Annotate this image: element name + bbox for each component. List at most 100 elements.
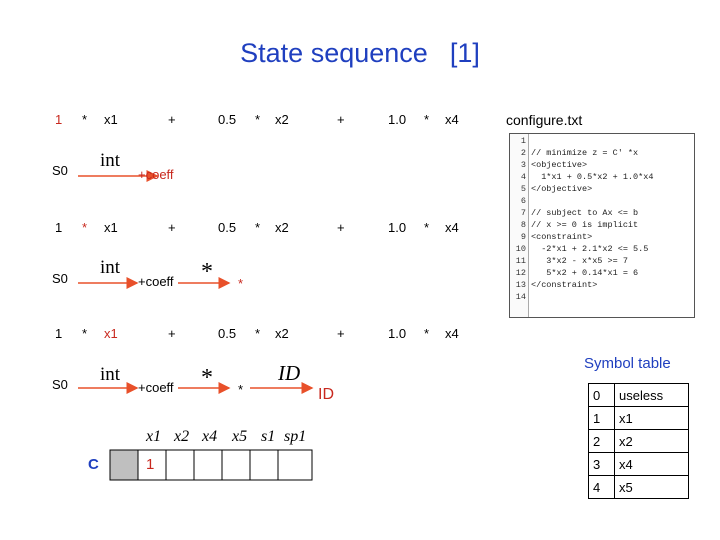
config-line: 11 3*x2 - x*x5 >= 7 [510, 256, 694, 267]
config-line-number: 10 [515, 244, 526, 254]
state3-star: * [238, 382, 244, 397]
symbol-name: x2 [614, 429, 689, 453]
row1-token-6: * [255, 112, 261, 127]
row3-token-9: 1.0 [388, 326, 407, 341]
row3-token-2: * [82, 326, 88, 341]
c-array-first-value: 1 [146, 456, 155, 473]
c-array-cell-1 [165, 449, 195, 481]
state2-s0: S0 [52, 271, 68, 286]
c-array-cell-5 [277, 449, 313, 481]
c-header-sp1: sp1 [284, 428, 307, 445]
state3-id-label: ID [318, 386, 334, 403]
config-line-text: 5*x2 + 0.14*x1 = 6 [531, 268, 639, 278]
config-line-text: 1*x1 + 0.5*x2 + 1.0*x4 [531, 172, 654, 182]
row3-token-6: * [255, 326, 261, 341]
symbol-index: 3 [588, 452, 615, 476]
config-line-text: </objective> [531, 184, 593, 194]
title-ref: [1] [449, 38, 480, 68]
row3-token-4: + [168, 326, 176, 341]
row2-token-1: 1 [55, 220, 63, 235]
symbol-index: 2 [588, 429, 615, 453]
symbol-name: x4 [614, 452, 689, 476]
config-line-number: 1 [520, 136, 526, 146]
config-line: 12 5*x2 + 0.14*x1 = 6 [510, 268, 694, 279]
c-header-x1: x1 [146, 428, 162, 445]
config-line-text: <objective> [531, 160, 588, 170]
config-line-number: 12 [515, 268, 526, 278]
config-line: 13 </constraint> [510, 280, 694, 291]
symbol-name: useless [614, 383, 689, 407]
state3-int: int [100, 364, 121, 385]
row1-token-10: * [424, 112, 430, 127]
row1-token-5: 0.5 [218, 112, 237, 127]
row1-token-9: 1.0 [388, 112, 407, 127]
config-line-text: // minimize z = C' *x [531, 148, 639, 158]
config-line-text: 3*x2 - x*x5 >= 7 [531, 256, 628, 266]
state2-int: int [100, 257, 121, 278]
config-line-number: 7 [520, 208, 526, 218]
config-line: 4 1*x1 + 0.5*x2 + 1.0*x4 [510, 172, 694, 183]
c-header-x4: x4 [202, 428, 218, 445]
row3-token-7: x2 [275, 326, 289, 341]
state2-coeff: +coeff [138, 274, 174, 289]
row2-token-9: 1.0 [388, 220, 407, 235]
config-line: 7// subject to Ax <= b [510, 208, 694, 219]
row1-token-11: x4 [445, 112, 459, 127]
symbol-index: 0 [588, 383, 615, 407]
row2-token-7: x2 [275, 220, 289, 235]
config-line: 6 [510, 196, 694, 207]
row3-token-5: 0.5 [218, 326, 237, 341]
state2-star: * [238, 276, 244, 291]
symbol-name: x5 [614, 475, 689, 499]
row2-token-8: + [337, 220, 345, 235]
row2-token-3: x1 [104, 220, 118, 235]
c-array-cell-2 [193, 449, 223, 481]
config-line: 14 [510, 292, 694, 303]
config-line-number: 8 [520, 220, 526, 230]
row2-token-6: * [255, 220, 261, 235]
row2-token-4: + [168, 220, 176, 235]
row2-token-10: * [424, 220, 430, 235]
row3-token-8: + [337, 326, 345, 341]
symbol-index: 1 [588, 406, 615, 430]
c-array-cell-4 [249, 449, 279, 481]
row3-token-10: * [424, 326, 430, 341]
row1-token-4: + [168, 112, 176, 127]
config-line-number: 6 [520, 196, 526, 206]
row1-token-3: x1 [104, 112, 118, 127]
config-file-panel: 1 2 // minimize z = C' *x 3 <objective> 4 … [509, 133, 695, 318]
row2-token-5: 0.5 [218, 220, 237, 235]
state1-coeff: +coeff [138, 167, 174, 182]
config-line-text: -2*x1 + 2.1*x2 <= 5.5 [531, 244, 649, 254]
symbol-index: 4 [588, 475, 615, 499]
config-line: 10 -2*x1 + 2.1*x2 <= 5.5 [510, 244, 694, 255]
config-line-text: // x >= 0 is implicit [531, 220, 639, 230]
row3-token-3: x1 [104, 326, 118, 341]
config-line: 8 // x >= 0 is implicit [510, 220, 694, 231]
c-header-s1: s1 [261, 428, 276, 445]
config-line-text: </constraint> [531, 280, 598, 290]
page-title: State sequence [1] [0, 38, 720, 69]
c-array-cell-gray [109, 449, 139, 481]
symbol-table-title: Symbol table [584, 355, 671, 372]
config-line-number: 3 [520, 160, 526, 170]
config-line-number: 2 [520, 148, 526, 158]
c-header-x5: x5 [232, 428, 248, 445]
config-line-number: 4 [520, 172, 526, 182]
c-array-cell-0 [137, 449, 167, 481]
config-line: 5</objective> [510, 184, 694, 195]
c-header-x2: x2 [174, 428, 190, 445]
row1-token-1: 1 [55, 112, 63, 127]
c-array-cell-3 [221, 449, 251, 481]
title-main: State sequence [240, 38, 428, 68]
config-line-number: 13 [515, 280, 526, 290]
config-line: 2 // minimize z = C' *x [510, 148, 694, 159]
state1-s0: S0 [52, 163, 68, 178]
